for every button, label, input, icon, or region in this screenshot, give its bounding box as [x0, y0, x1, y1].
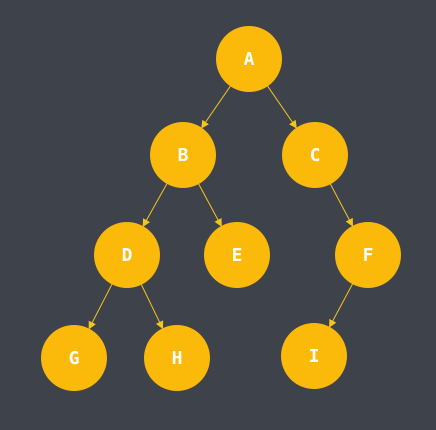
node-a: A — [216, 26, 282, 92]
edge-b-d — [142, 181, 169, 228]
edge-b-e — [197, 182, 222, 227]
node-b: B — [150, 122, 216, 188]
edge-d-h — [140, 282, 164, 330]
node-g: G — [41, 325, 107, 391]
node-circle-a — [216, 26, 282, 92]
node-f: F — [335, 222, 401, 288]
edge-a-b — [201, 84, 232, 129]
node-label-i: I — [309, 346, 320, 367]
node-label-g: G — [69, 348, 80, 369]
node-circle-i — [281, 323, 347, 389]
edge-d-g — [88, 282, 114, 330]
node-label-c: C — [310, 145, 321, 166]
node-circle-d — [94, 222, 160, 288]
node-label-e: E — [232, 245, 243, 266]
node-circle-h — [144, 325, 210, 391]
node-circle-c — [282, 122, 348, 188]
node-circle-e — [204, 222, 270, 288]
node-label-h: H — [172, 348, 183, 369]
node-c: C — [282, 122, 348, 188]
node-label-d: D — [122, 245, 133, 266]
node-circle-b — [150, 122, 216, 188]
node-e: E — [204, 222, 270, 288]
edges-layer — [88, 84, 354, 330]
edge-a-c — [266, 84, 297, 129]
edge-f-i — [329, 282, 354, 328]
edge-c-f — [329, 182, 354, 227]
node-label-f: F — [363, 245, 374, 266]
node-d: D — [94, 222, 160, 288]
nodes-layer: A B C D E F G H I — [41, 26, 401, 391]
node-h: H — [144, 325, 210, 391]
node-label-a: A — [244, 49, 255, 70]
node-circle-f — [335, 222, 401, 288]
node-i: I — [281, 323, 347, 389]
node-label-b: B — [178, 145, 189, 166]
node-circle-g — [41, 325, 107, 391]
